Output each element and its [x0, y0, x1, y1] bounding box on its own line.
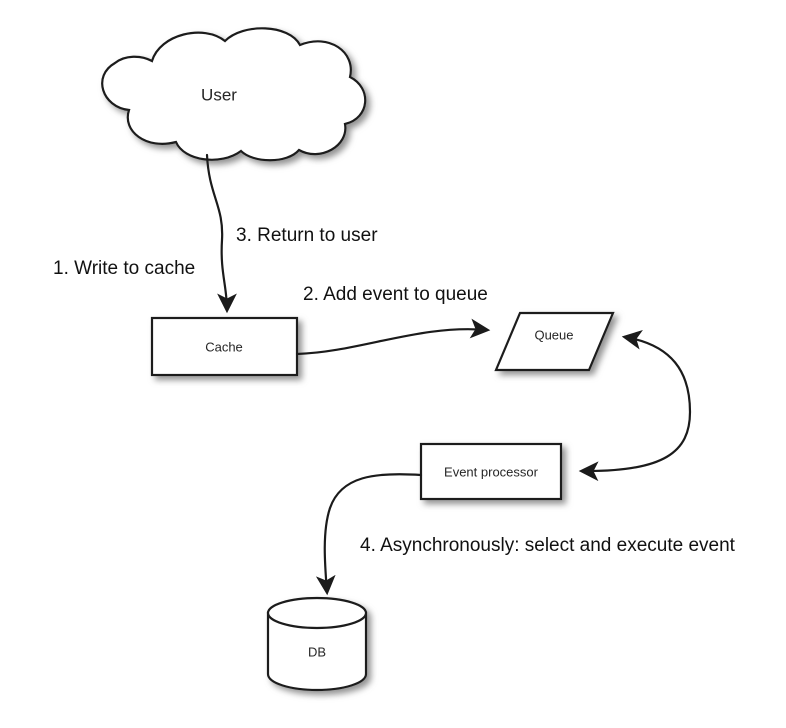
- node-db[interactable]: DB: [266, 596, 368, 692]
- node-queue[interactable]: Queue: [494, 311, 615, 372]
- edge-processor-to-db: [315, 473, 423, 596]
- edge-cache-to-queue: [295, 318, 491, 356]
- edge-queue-to-processor: [578, 330, 692, 482]
- node-cache-label: Cache: [205, 339, 243, 354]
- node-db-label: DB: [308, 644, 326, 659]
- node-cache[interactable]: Cache: [150, 316, 299, 377]
- step-label-1: 1. Write to cache: [53, 258, 195, 279]
- step-label-3: 3. Return to user: [236, 225, 378, 246]
- node-queue-label: Queue: [534, 327, 573, 342]
- node-user[interactable]: User: [101, 27, 367, 162]
- step-label-4: 4. Asynchronously: select and execute ev…: [360, 535, 736, 556]
- node-user-label: User: [201, 85, 237, 104]
- step-label-2: 2. Add event to queue: [303, 284, 488, 305]
- node-event-processor-label: Event processor: [444, 464, 539, 479]
- edge-user-to-cache: [205, 153, 237, 314]
- node-event-processor[interactable]: Event processor: [419, 442, 563, 501]
